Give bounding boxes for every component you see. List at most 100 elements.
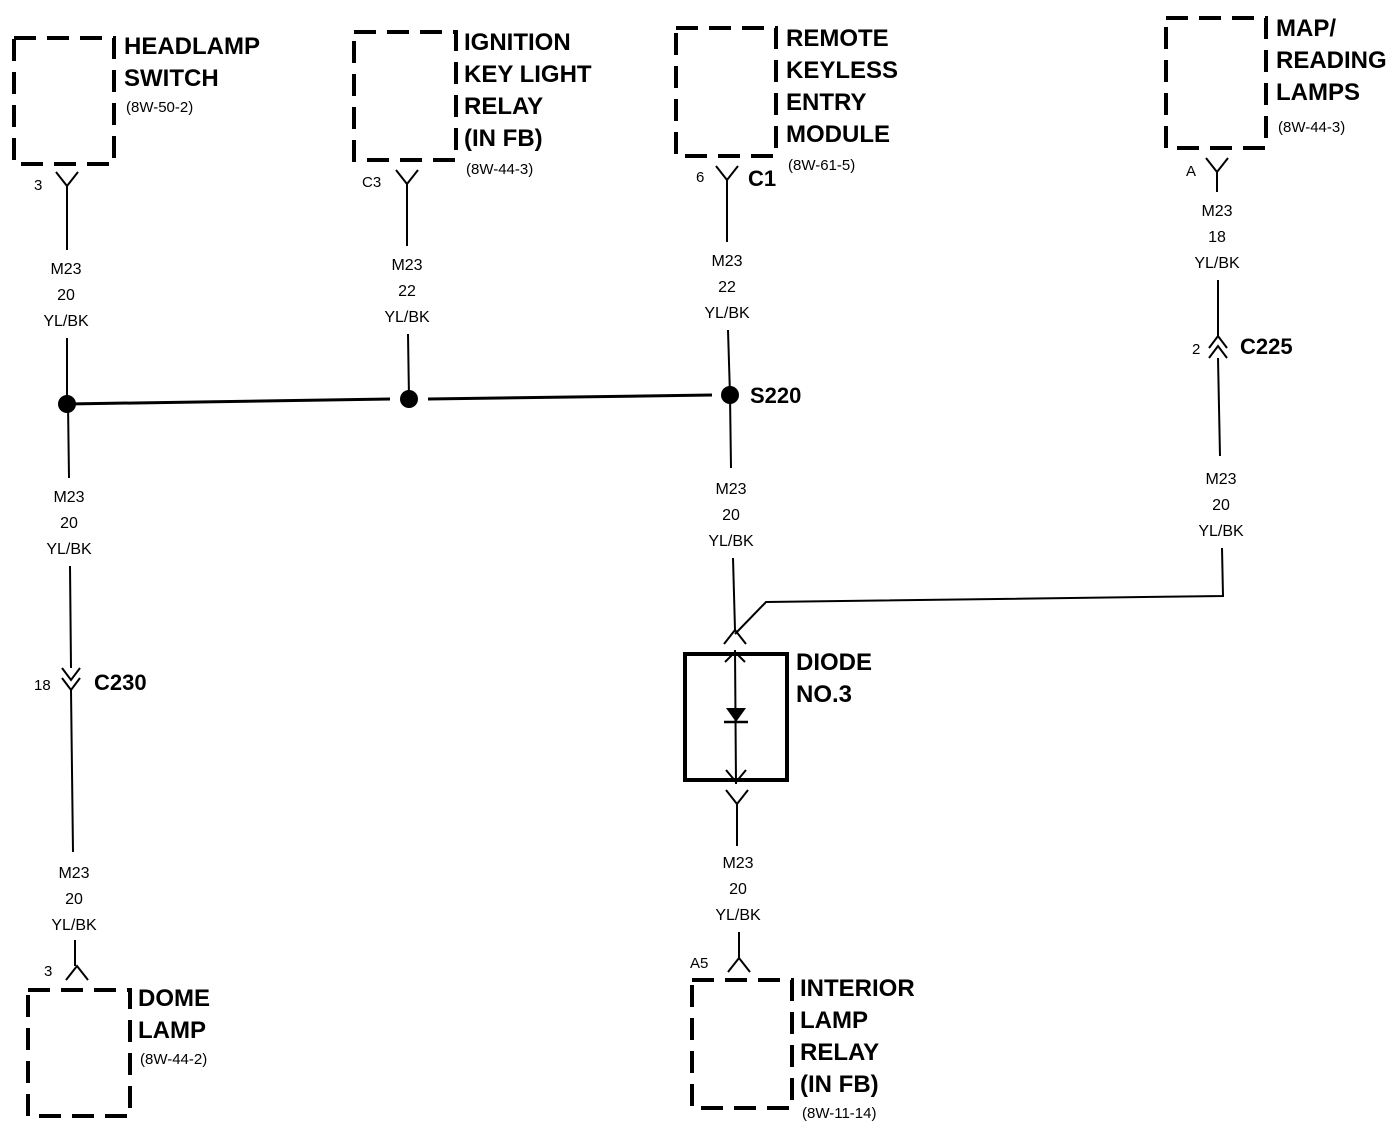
headlamp-switch-terminal-icon — [55, 171, 79, 188]
diode-top-terminal-icon — [723, 628, 747, 645]
center-lower-color: YL/BK — [715, 907, 761, 924]
remote-keyless-entry-module: REMOTE KEYLESS ENTRY MODULE (8W-61-5) 6 … — [674, 25, 898, 191]
rke-module-box — [674, 26, 778, 158]
dome-lamp-box — [26, 988, 132, 1118]
interior-relay-label-2: LAMP — [800, 1007, 868, 1034]
map-reading-lamps: MAP/ READING LAMPS (8W-44-3) A — [1164, 15, 1387, 180]
left-lower-gauge: 20 — [65, 891, 83, 908]
center-middle-circuit: M23 — [715, 481, 746, 498]
diode-symbol-icon — [726, 708, 746, 722]
center-lower-gauge: 20 — [729, 881, 747, 898]
diode-lower-arrow-icon — [725, 769, 747, 784]
headlamp-switch-label-2: SWITCH — [124, 65, 219, 92]
center-wire-seg-2 — [727, 329, 731, 396]
dome-lamp-ref: (8W-44-2) — [140, 1051, 207, 1068]
interior-relay-terminal-icon — [727, 956, 751, 973]
interior-relay-pin: A5 — [690, 955, 708, 972]
c225-connector-icon — [1208, 334, 1228, 349]
map-lamps-label-3: LAMPS — [1276, 79, 1360, 106]
ignition-key-light-relay: IGNITION KEY LIGHT RELAY (IN FB) (8W-44-… — [352, 29, 592, 191]
center-upper-circuit: M23 — [711, 253, 742, 270]
rke-module-label-4: MODULE — [786, 121, 890, 148]
interior-relay-box — [690, 978, 794, 1110]
center-lower-circuit: M23 — [722, 855, 753, 872]
headlamp-switch-ref: (8W-50-2) — [126, 99, 193, 116]
ignition-relay-label-4: (IN FB) — [464, 125, 543, 152]
ignition-junction-dot — [400, 390, 418, 408]
diode-upper-arrow-icon — [724, 650, 746, 663]
center-branch: M23 22 YL/BK M23 20 YL/BK — [704, 180, 754, 631]
c230-pin: 18 — [34, 677, 51, 694]
interior-lamp-relay: A5 INTERIOR LAMP RELAY (IN FB) (8W-11-14… — [690, 955, 915, 1122]
map-lower-color: YL/BK — [1198, 523, 1244, 540]
center-upper-gauge: 22 — [718, 279, 736, 296]
interior-relay-label-3: RELAY — [800, 1039, 879, 1066]
diode-label-2: NO.3 — [796, 681, 852, 708]
ignition-relay-label-1: IGNITION — [464, 29, 571, 56]
map-upper-color: YL/BK — [1194, 255, 1240, 272]
rke-module-label-2: KEYLESS — [786, 57, 898, 84]
s220-label: S220 — [750, 383, 801, 408]
interior-relay-label-1: INTERIOR — [800, 975, 915, 1002]
bus-right-segment — [427, 393, 713, 401]
ignition-relay-pin: C3 — [362, 174, 381, 191]
center-wire-seg-4 — [732, 557, 736, 631]
c230-connector-icon — [61, 667, 81, 682]
c225-connector: 2 C225 — [1192, 334, 1293, 359]
map-lamps-label-2: READING — [1276, 47, 1387, 74]
ignition-relay-label-3: RELAY — [464, 93, 543, 120]
center-upper-color: YL/BK — [704, 305, 750, 322]
rke-module-label-3: ENTRY — [786, 89, 866, 116]
dome-lamp-terminal-icon — [65, 964, 89, 981]
map-lamps-box — [1164, 16, 1268, 150]
left-junction-dot — [58, 395, 76, 413]
map-wire-seg-3 — [1217, 357, 1221, 457]
map-lower-circuit: M23 — [1205, 471, 1236, 488]
map-lower-gauge: 20 — [1212, 497, 1230, 514]
left-wire-seg-3 — [67, 403, 70, 479]
map-wire-seg-4 — [734, 547, 1225, 635]
map-branch: M23 18 YL/BK 2 C225 M23 20 YL/BK — [734, 172, 1293, 635]
map-lamps-label-1: MAP/ — [1276, 15, 1336, 42]
ignition-upper-gauge: 22 — [398, 283, 416, 300]
diode-label-1: DIODE — [796, 649, 872, 676]
left-upper-color: YL/BK — [43, 313, 89, 330]
map-upper-circuit: M23 — [1201, 203, 1232, 220]
ignition-relay-ref: (8W-44-3) — [466, 161, 533, 178]
splice-bus: S220 — [58, 383, 801, 413]
ignition-branch: M23 22 YL/BK — [384, 184, 430, 399]
diode-no3: DIODE NO.3 — [683, 628, 872, 846]
c225-pin: 2 — [1192, 341, 1200, 358]
rke-module-pin: 6 — [696, 169, 704, 186]
rke-module-label-1: REMOTE — [786, 25, 889, 52]
left-middle-circuit: M23 — [53, 489, 84, 506]
left-upper-circuit: M23 — [50, 261, 81, 278]
left-middle-color: YL/BK — [46, 541, 92, 558]
left-middle-gauge: 20 — [60, 515, 78, 532]
center-middle-color: YL/BK — [708, 533, 754, 550]
rke-module-ref: (8W-61-5) — [788, 157, 855, 174]
dome-lamp-label-1: DOME — [138, 985, 210, 1012]
left-upper-gauge: 20 — [57, 287, 75, 304]
bus-left-segment — [66, 397, 391, 406]
rke-module-connector: C1 — [748, 166, 776, 191]
rke-module-terminal-icon — [715, 165, 739, 182]
ignition-upper-circuit: M23 — [391, 257, 422, 274]
interior-relay-label-4: (IN FB) — [800, 1071, 879, 1098]
ignition-upper-color: YL/BK — [384, 309, 430, 326]
c225-connector-icon-lower — [1208, 344, 1228, 359]
map-upper-gauge: 18 — [1208, 229, 1226, 246]
c225-label: C225 — [1240, 334, 1293, 359]
center-wire-seg-3 — [729, 394, 732, 469]
left-branch: M23 20 YL/BK M23 20 YL/BK 18 C230 M23 20… — [34, 186, 147, 966]
headlamp-switch-box — [12, 36, 116, 166]
ignition-wire-seg-2 — [407, 333, 410, 399]
map-lamps-terminal-icon — [1205, 157, 1229, 174]
dome-lamp-label-2: LAMP — [138, 1017, 206, 1044]
map-lamps-pin: A — [1186, 163, 1196, 180]
ignition-relay-box — [352, 30, 458, 162]
headlamp-switch-pin: 3 — [34, 177, 42, 194]
ignition-relay-terminal-icon — [395, 169, 419, 186]
center-middle-gauge: 20 — [722, 507, 740, 524]
